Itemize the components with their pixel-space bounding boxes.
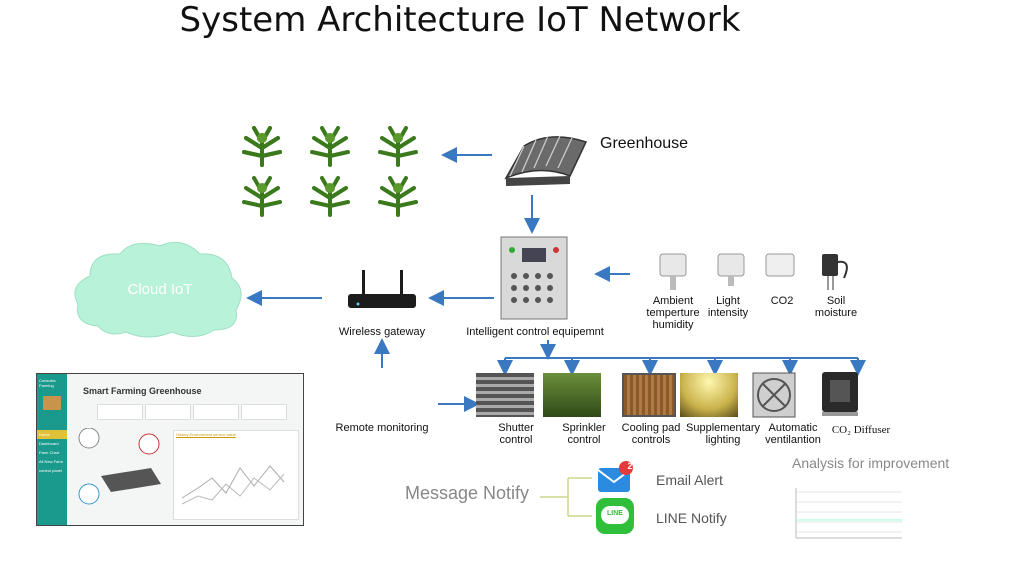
actuator-label-co2-diffuser: CO₂ Diffuser [831, 424, 891, 436]
ventilation-fan-icon [752, 372, 796, 418]
dashboard-chart-title: History Environment sensor value [176, 432, 236, 437]
sensor-label-temp: Ambient temperture humidity [646, 295, 700, 331]
dashboard-thumbnail: Consoles Farming Home Dashboard Farm Cha… [36, 373, 304, 526]
sensor-label-co2: CO2 [770, 295, 794, 307]
line-notify-label: LINE Notify [656, 510, 727, 526]
dashboard-menu-4: control panel [39, 468, 62, 473]
email-alert-label: Email Alert [656, 472, 723, 488]
dashboard-menu-0: Home [37, 430, 67, 439]
dashboard-menu-3: All New Farm [39, 459, 64, 464]
dashboard-brand: Consoles Farming [39, 378, 56, 388]
light-sensor [717, 253, 745, 286]
lighting-image [680, 373, 738, 417]
page-title: System Architecture IoT Network [179, 0, 741, 40]
analysis-label: Analysis for improvement [792, 455, 950, 471]
router-icon [348, 270, 416, 308]
dashboard-menu-1: Dashboard [39, 441, 59, 446]
actuator-label-ventilation: Automatic ventilantion [765, 422, 821, 446]
sensor-label-soil: Soil moisture [814, 295, 858, 319]
temp-humidity-sensor [659, 253, 687, 290]
actuator-label-cooling: Cooling pad controls [621, 422, 681, 446]
remote-label: Remote monitoring [335, 422, 429, 434]
actuator-label-sprinkler: Sprinkler control [562, 422, 606, 446]
plants-image [242, 126, 418, 217]
shutter-image [476, 373, 534, 417]
dashboard-sidebar: Consoles Farming Home Dashboard Farm Cha… [37, 374, 67, 525]
email-icon [597, 461, 633, 492]
notify-bracket [540, 477, 592, 517]
controller-label: Intelligent control equipemnt [466, 326, 604, 338]
cloud-icon [74, 241, 242, 338]
cloud-label: Cloud IoT [127, 281, 193, 298]
sensors-image [659, 253, 848, 290]
greenhouse-label: Greenhouse [600, 135, 689, 152]
sprinkler-image [543, 373, 601, 417]
cooling-pad-image [622, 373, 676, 417]
greenhouse-icon [504, 135, 588, 186]
email-badge: 2 [627, 461, 633, 471]
line-icon-text: LINE [607, 510, 623, 517]
dashboard-chart-panel: History Environment sensor value [173, 430, 299, 520]
actuator-label-lighting: Supplementary lighting [686, 422, 760, 446]
analysis-chart-thumbnail [795, 488, 902, 539]
dashboard-line-chart [181, 465, 285, 505]
sensor-label-light: Light intensity [707, 295, 749, 319]
dashboard-gauges [78, 428, 161, 505]
dashboard-title: Smart Farming Greenhouse [83, 386, 202, 396]
soil-sensor [822, 254, 848, 290]
dashboard-avatar [43, 396, 61, 410]
co2-diffuser-icon [822, 372, 858, 416]
control-cabinet-icon [500, 236, 568, 320]
co2-sensor [765, 253, 795, 277]
message-notify-label: Message Notify [405, 483, 530, 503]
dashboard-menu-2: Farm Chart [39, 450, 60, 455]
gateway-label: Wireless gateway [338, 326, 426, 338]
actuator-label-shutter: Shutter control [498, 422, 534, 446]
dashboard-cards [97, 404, 297, 420]
line-icon: LINE [596, 498, 634, 534]
